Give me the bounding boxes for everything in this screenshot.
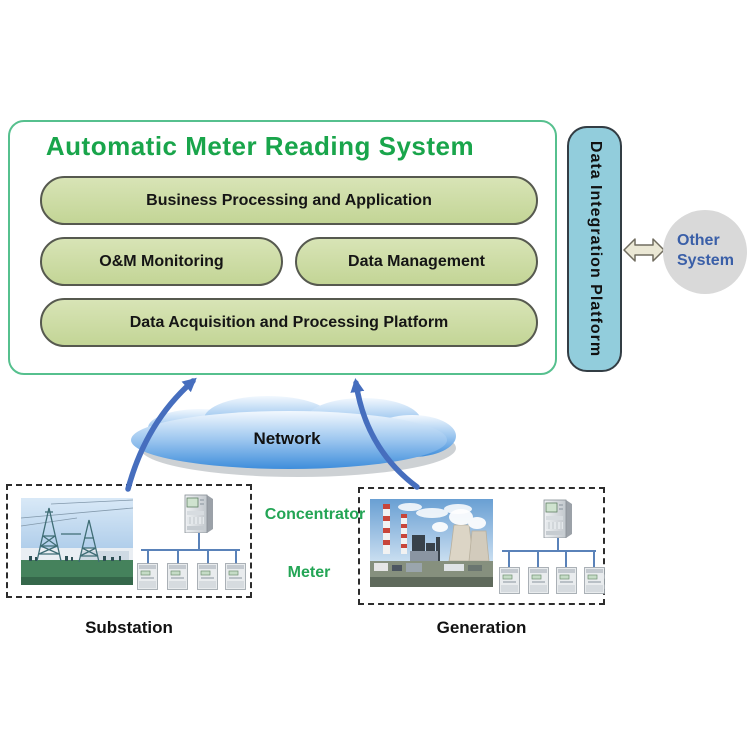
meter-device — [556, 567, 577, 594]
amr-system-box: Automatic Meter Reading System Business … — [8, 120, 557, 375]
generation-caption: Generation — [436, 618, 527, 637]
connector-drop — [537, 552, 539, 567]
generation-area — [358, 487, 605, 605]
meter-device — [584, 567, 605, 594]
meter-device — [528, 567, 549, 594]
module-om-monitoring: O&M Monitoring — [40, 237, 283, 286]
concentrator-label: Concentrator — [264, 506, 366, 523]
data-integration-platform-box: Data Integration Platform — [567, 126, 622, 372]
connector-drop — [593, 552, 595, 567]
connector-drop — [508, 552, 510, 567]
module-data-management: Data Management — [295, 237, 538, 286]
amr-title: Automatic Meter Reading System — [45, 131, 475, 161]
meter-device — [197, 563, 218, 590]
connector-bus — [502, 550, 596, 552]
connector-drop — [207, 551, 209, 564]
concentrator-device — [543, 499, 572, 538]
generation-photo — [370, 499, 493, 587]
module-label: Data Management — [348, 252, 485, 270]
concentrator-device — [184, 494, 213, 533]
connector-line — [557, 538, 559, 551]
meter-device — [499, 567, 520, 594]
connector-drop — [177, 551, 179, 564]
connector-drop — [235, 551, 237, 564]
meter-label: Meter — [287, 564, 331, 581]
substation-caption: Substation — [85, 618, 173, 637]
connector-drop — [147, 551, 149, 564]
connector-bus — [141, 549, 240, 551]
substation-area — [6, 484, 252, 598]
module-label: O&M Monitoring — [99, 252, 224, 270]
substation-photo — [21, 498, 133, 585]
meter-device — [225, 563, 246, 590]
meter-device — [137, 563, 158, 590]
module-label: Business Processing and Application — [146, 191, 432, 209]
network-label: Network — [253, 429, 321, 448]
data-integration-platform-label: Data Integration Platform — [586, 140, 604, 358]
bidirectional-arrow-icon — [623, 238, 665, 262]
module-data-acquisition: Data Acquisition and Processing Platform — [40, 298, 538, 347]
other-system-node: Other System — [663, 210, 747, 294]
connector-drop — [565, 552, 567, 567]
other-system-label: Other System — [677, 232, 734, 269]
module-label: Data Acquisition and Processing Platform — [129, 313, 449, 331]
meter-device — [167, 563, 188, 590]
connector-line — [198, 533, 200, 550]
module-business-processing: Business Processing and Application — [40, 176, 538, 225]
